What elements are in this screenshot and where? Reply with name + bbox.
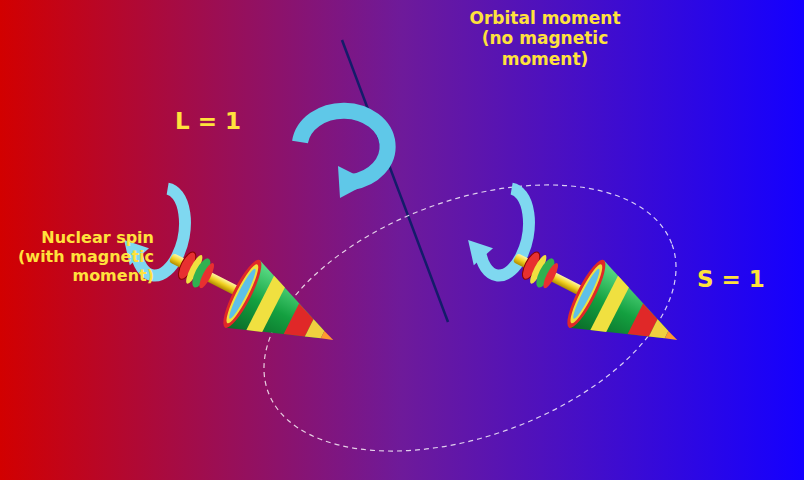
quantum-number-label: S = 1 bbox=[697, 266, 797, 294]
annotation-label: Nuclear spin (with magnetic moment) bbox=[4, 228, 154, 286]
quantum-number-label: L = 1 bbox=[175, 108, 265, 136]
annotation-label: Orbital moment (no magnetic moment) bbox=[460, 8, 630, 69]
